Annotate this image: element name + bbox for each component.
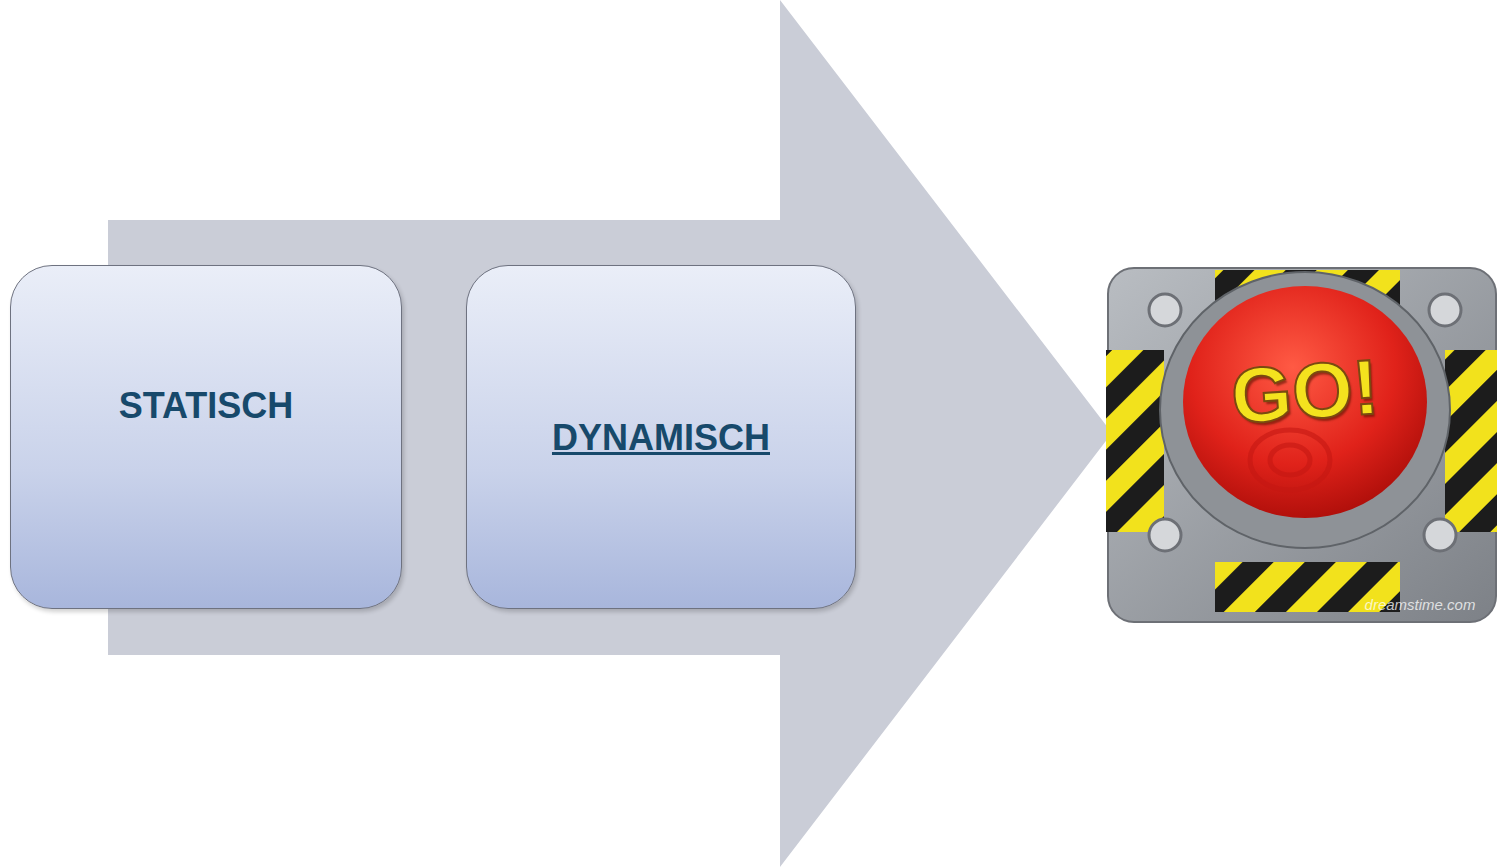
watermark: dreamstime.com [1365,596,1476,613]
box-label: DYNAMISCH [467,417,855,459]
go-button-illustration [1106,268,1497,622]
button-text: GO! [1228,341,1381,442]
box-label: STATISCH [11,385,401,427]
process-box: DYNAMISCH [466,265,856,609]
process-box: STATISCH [10,265,402,609]
